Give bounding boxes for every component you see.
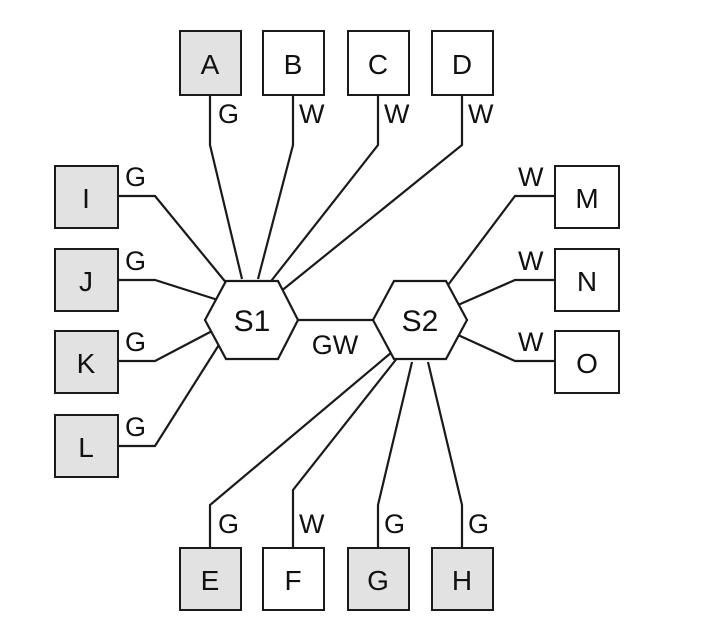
link-f-s2 — [291, 356, 399, 548]
node-e: E G — [179, 509, 242, 611]
node-label: A — [201, 49, 220, 80]
node-label: J — [79, 266, 93, 297]
node-box — [179, 30, 242, 96]
link-d-s1 — [279, 95, 464, 293]
node-label: G — [367, 565, 389, 596]
hexagon-shape — [203, 279, 300, 361]
node-label: B — [284, 49, 303, 80]
node-label: O — [576, 348, 598, 379]
node-box — [54, 414, 119, 478]
node-box — [347, 547, 410, 611]
node-m: M W — [518, 162, 620, 229]
node-box — [554, 330, 620, 394]
link-g-s2 — [376, 361, 414, 548]
switch-label: S2 — [402, 305, 439, 338]
link-n-s2 — [457, 278, 555, 307]
link-b-s1 — [256, 95, 295, 280]
node-label: I — [82, 183, 90, 214]
link-a-s1 — [208, 95, 244, 280]
node-box — [554, 165, 620, 229]
links — [118, 95, 555, 548]
link-h-s2 — [426, 361, 464, 548]
link-label: W — [518, 327, 544, 357]
link-m-s2 — [444, 194, 555, 290]
node-box — [347, 30, 410, 96]
switch-label: S1 — [234, 305, 271, 338]
link-label: G — [125, 246, 146, 276]
node-k: K G — [54, 327, 146, 394]
node-box — [179, 547, 242, 611]
link-l-s1 — [118, 339, 223, 448]
link-label: W — [468, 99, 494, 129]
link-o-s2 — [457, 333, 555, 363]
link-label: G — [218, 509, 239, 539]
node-label: F — [284, 565, 301, 596]
node-b: B W — [262, 30, 325, 129]
node-label: C — [368, 49, 388, 80]
node-box — [262, 547, 325, 611]
node-j: J G — [54, 246, 146, 312]
link-label: G — [125, 162, 146, 192]
node-label: K — [77, 348, 96, 379]
switch-s1: S1 — [203, 279, 300, 361]
link-label: G — [468, 509, 489, 539]
node-d: D W — [431, 30, 494, 129]
node-n: N W — [518, 246, 620, 312]
link-label: W — [518, 246, 544, 276]
node-box — [54, 248, 119, 312]
node-box — [431, 30, 494, 96]
node-i: I G — [54, 162, 146, 229]
node-label: E — [201, 565, 220, 596]
hexagon-shape — [371, 279, 469, 361]
link-label: W — [299, 99, 325, 129]
node-g: G G — [347, 509, 410, 611]
node-label: H — [452, 565, 472, 596]
node-box — [54, 165, 119, 229]
switch-s2: S2 — [371, 279, 469, 361]
link-label: G — [125, 412, 146, 442]
link-j-s1 — [118, 278, 219, 302]
link-label: G — [218, 99, 239, 129]
node-h: H G — [431, 509, 494, 611]
node-box — [54, 330, 119, 394]
node-l: L G — [54, 412, 146, 478]
node-label: N — [577, 266, 597, 297]
link-label: G — [384, 509, 405, 539]
node-box — [431, 547, 494, 611]
link-i-s1 — [118, 194, 229, 286]
node-box — [554, 248, 620, 312]
link-k-s1 — [118, 329, 215, 363]
node-o: O W — [518, 327, 620, 394]
node-label: M — [575, 183, 598, 214]
node-box — [262, 30, 325, 96]
link-e-s2 — [208, 351, 393, 548]
link-c-s1 — [267, 95, 380, 286]
node-label: L — [78, 432, 94, 463]
trunk-label: GW — [312, 330, 359, 360]
node-label: D — [452, 49, 472, 80]
link-label: W — [299, 509, 325, 539]
node-a: A G — [179, 30, 242, 129]
link-label: G — [125, 327, 146, 357]
node-f: F W — [262, 509, 325, 611]
link-label: W — [518, 162, 544, 192]
link-label: W — [384, 99, 410, 129]
node-c: C W — [347, 30, 410, 129]
